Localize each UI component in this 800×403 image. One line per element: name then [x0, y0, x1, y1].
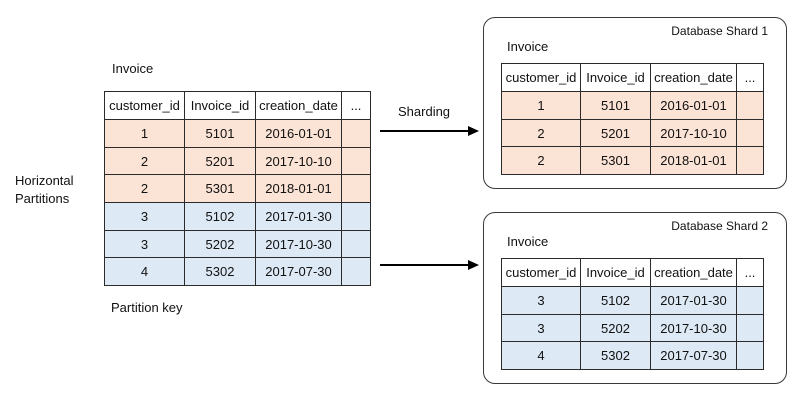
- column-header-creation-date: creation_date: [650, 63, 737, 92]
- cell-creation-date: 2016-01-01: [650, 91, 737, 120]
- cell-invoice-id: 5201: [580, 118, 651, 148]
- cell-more: [341, 202, 371, 231]
- column-header-more: ...: [341, 91, 371, 120]
- column-header-creation-date: creation_date: [255, 91, 342, 120]
- cell-customer-id: 1: [104, 119, 185, 148]
- cell-more: [736, 118, 764, 148]
- shard-1-name: Database Shard 1: [671, 24, 768, 38]
- cell-invoice-id: 5101: [580, 91, 651, 120]
- cell-customer-id: 2: [501, 118, 581, 148]
- cell-customer-id: 3: [104, 202, 185, 231]
- shard-2-table-title: Invoice: [507, 234, 549, 249]
- cell-creation-date: 2016-01-01: [255, 119, 342, 148]
- cell-creation-date: 2017-10-30: [650, 313, 737, 343]
- cell-more: [341, 257, 371, 287]
- cell-more: [736, 313, 764, 343]
- cell-creation-date: 2017-10-10: [650, 118, 737, 148]
- cell-customer-id: 3: [501, 313, 581, 343]
- cell-customer-id: 1: [501, 91, 581, 120]
- column-header-customer-id: customer_id: [104, 91, 185, 120]
- cell-more: [341, 229, 371, 259]
- cell-more: [341, 146, 371, 176]
- cell-creation-date: 2017-10-30: [255, 229, 342, 259]
- cell-more: [736, 146, 764, 176]
- cell-creation-date: 2018-01-01: [650, 146, 737, 176]
- cell-customer-id: 3: [501, 286, 581, 315]
- column-header-customer-id: customer_id: [501, 63, 581, 92]
- cell-creation-date: 2017-01-30: [650, 286, 737, 315]
- cell-invoice-id: 5301: [580, 146, 651, 176]
- source-table-title: Invoice: [112, 61, 154, 76]
- cell-invoice-id: 5102: [580, 286, 651, 315]
- column-header-more: ...: [736, 258, 764, 287]
- cell-creation-date: 2018-01-01: [255, 174, 342, 204]
- cell-more: [736, 91, 764, 120]
- cell-customer-id: 2: [104, 174, 185, 204]
- cell-creation-date: 2017-01-30: [255, 202, 342, 231]
- cell-invoice-id: 5202: [580, 313, 651, 343]
- column-header-more: ...: [736, 63, 764, 92]
- cell-customer-id: 2: [104, 146, 185, 176]
- sharding-arrow-1: [380, 126, 479, 136]
- cell-invoice-id: 5201: [184, 146, 256, 176]
- cell-invoice-id: 5102: [184, 202, 256, 231]
- cell-invoice-id: 5302: [580, 341, 651, 371]
- column-header-invoice-id: Invoice_id: [184, 91, 256, 120]
- cell-customer-id: 4: [501, 341, 581, 371]
- cell-more: [736, 341, 764, 371]
- column-header-invoice-id: Invoice_id: [580, 63, 651, 92]
- cell-creation-date: 2017-07-30: [255, 257, 342, 287]
- sharding-label: Sharding: [398, 104, 451, 119]
- cell-invoice-id: 5101: [184, 119, 256, 148]
- cell-customer-id: 3: [104, 229, 185, 259]
- column-header-invoice-id: Invoice_id: [580, 258, 651, 287]
- cell-creation-date: 2017-10-10: [255, 146, 342, 176]
- cell-customer-id: 2: [501, 146, 581, 176]
- cell-invoice-id: 5302: [184, 257, 256, 287]
- cell-more: [341, 174, 371, 204]
- cell-invoice-id: 5301: [184, 174, 256, 204]
- column-header-customer-id: customer_id: [501, 258, 581, 287]
- cell-more: [736, 286, 764, 315]
- shard-2-name: Database Shard 2: [671, 219, 768, 233]
- partition-key-label: Partition key: [111, 300, 183, 315]
- column-header-creation-date: creation_date: [650, 258, 737, 287]
- shard-1-table-title: Invoice: [507, 39, 549, 54]
- cell-invoice-id: 5202: [184, 229, 256, 259]
- sharding-arrow-2: [380, 260, 479, 270]
- cell-customer-id: 4: [104, 257, 185, 287]
- cell-more: [341, 119, 371, 148]
- horizontal-partitions-label: Horizontal Partitions: [15, 173, 74, 206]
- cell-creation-date: 2017-07-30: [650, 341, 737, 371]
